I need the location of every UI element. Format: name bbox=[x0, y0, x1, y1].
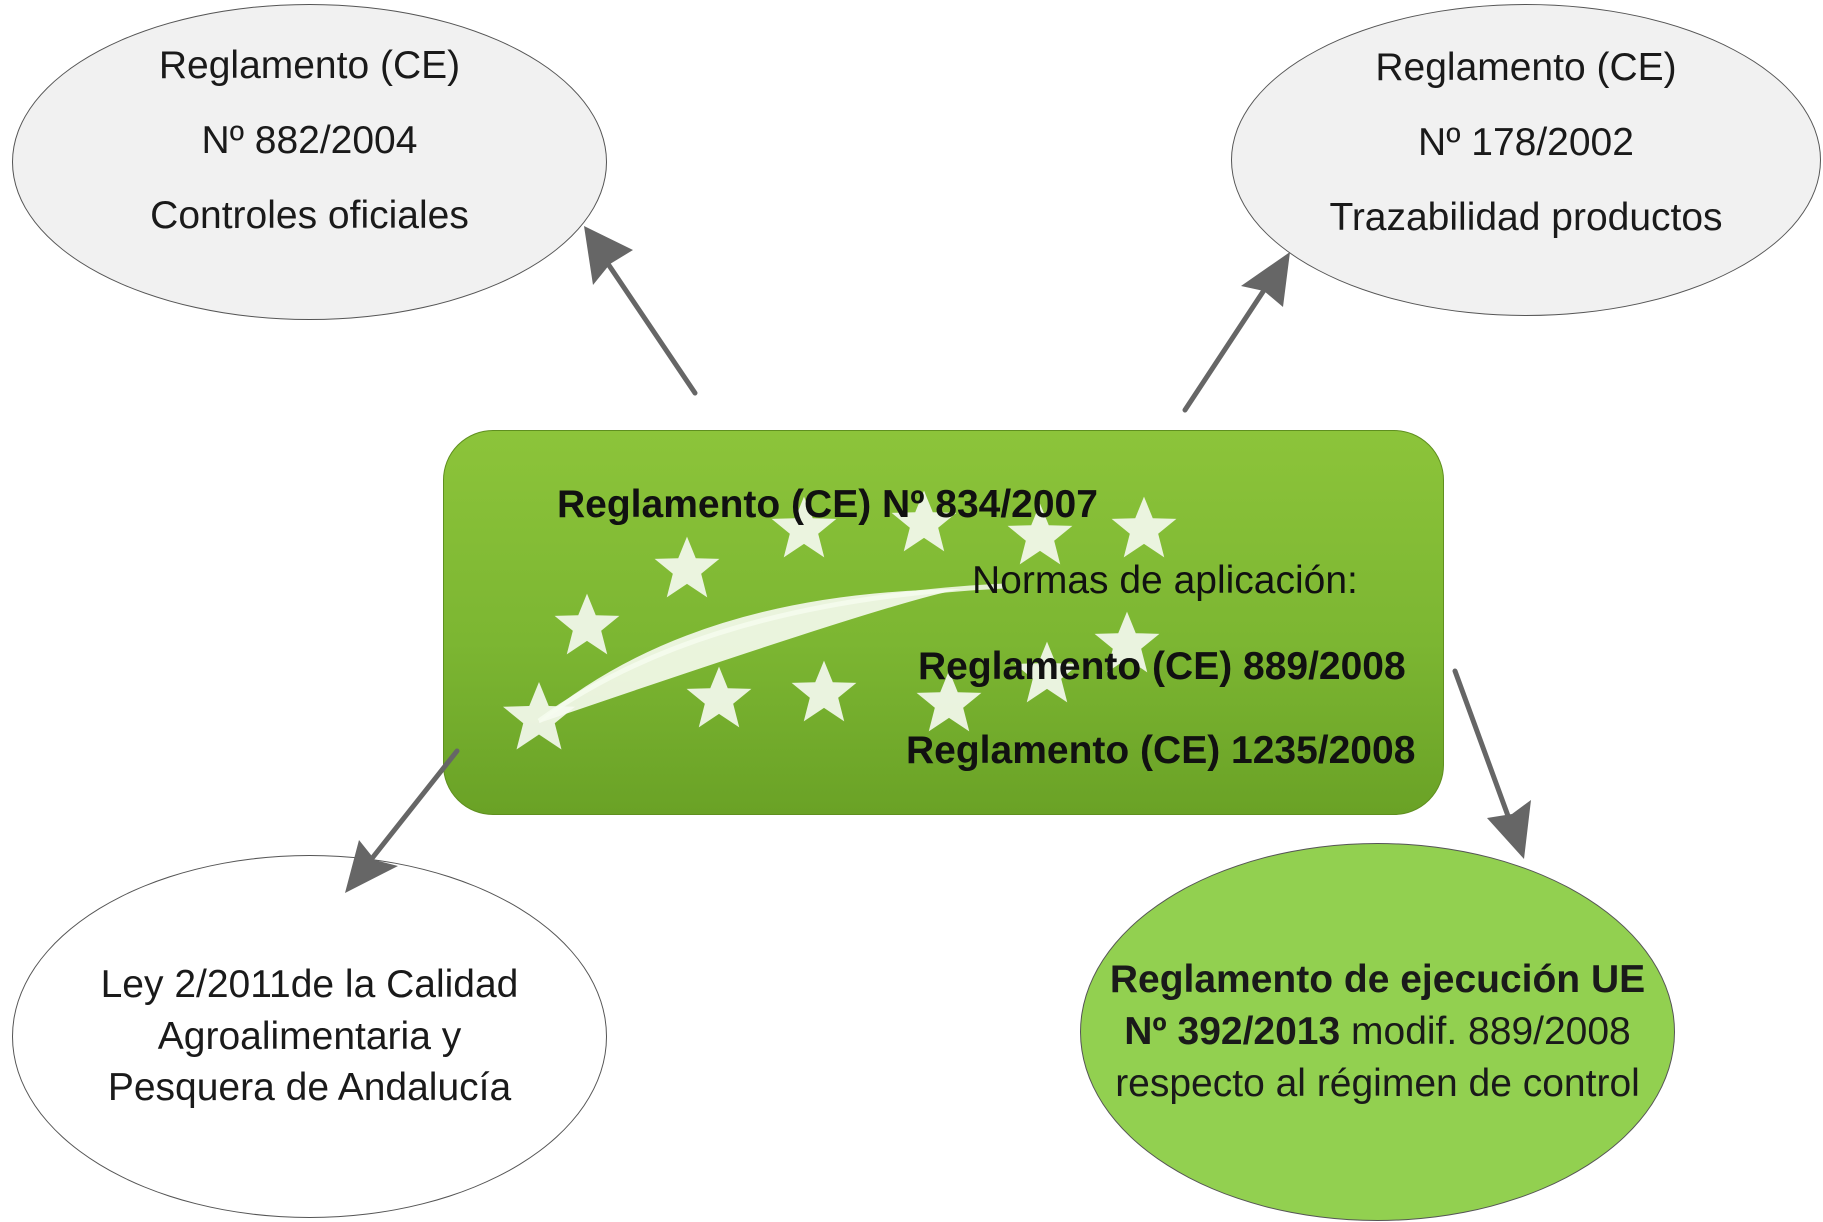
arrowhead-icon bbox=[1487, 800, 1531, 859]
node-line: Reglamento de ejecución UE bbox=[1109, 958, 1646, 1002]
eu-organic-leaf-logo bbox=[503, 490, 1177, 750]
node-reglamento-178-2002: Reglamento (CE) Nº 178/2002 Trazabilidad… bbox=[1231, 4, 1821, 316]
arrow-to-178-2002 bbox=[1182, 269, 1279, 413]
node-reglamento-834-2007: Reglamento (CE) Nº 834/2007 Normas de ap… bbox=[443, 430, 1444, 815]
arrow-to-392-2013 bbox=[1452, 668, 1518, 838]
node-line: Agroalimentaria y bbox=[157, 1014, 462, 1058]
arrowhead-icon bbox=[584, 226, 633, 285]
node-reglamento-392-2013: Reglamento de ejecución UE Nº 392/2013 m… bbox=[1080, 843, 1675, 1221]
arrowhead-icon bbox=[345, 840, 398, 893]
node-line: Ley 2/2011de la Calidad bbox=[100, 962, 519, 1006]
arrow-to-882-2004 bbox=[595, 246, 698, 396]
node-line-rest: modif. 889/2008 bbox=[1340, 1010, 1631, 1054]
center-title: Reglamento (CE) Nº 834/2007 bbox=[557, 483, 1098, 526]
node-line-bold: Nº 392/2013 bbox=[1124, 1010, 1341, 1054]
node-reglamento-882-2004: Reglamento (CE) Nº 882/2004 Controles of… bbox=[12, 4, 607, 320]
node-line: respecto al régimen de control bbox=[1115, 1061, 1640, 1105]
leaf-stroke bbox=[539, 589, 964, 723]
node-line: Trazabilidad productos bbox=[1329, 195, 1723, 239]
node-line: Nº 178/2002 bbox=[1418, 120, 1634, 164]
center-rule-889: Reglamento (CE) 889/2008 bbox=[918, 645, 1406, 688]
node-line: Controles oficiales bbox=[150, 193, 469, 237]
center-rule-1235: Reglamento (CE) 1235/2008 bbox=[906, 729, 1416, 772]
node-line: Pesquera de Andalucía bbox=[107, 1066, 512, 1110]
center-subtitle: Normas de aplicación: bbox=[972, 559, 1358, 602]
node-ley-2-2011: Ley 2/2011de la Calidad Agroalimentaria … bbox=[12, 855, 607, 1218]
node-line: Nº 392/2013 modif. 889/2008 bbox=[1124, 1006, 1630, 1058]
leaf-curve bbox=[537, 583, 1005, 724]
arrow-to-ley-2-2011 bbox=[359, 748, 460, 874]
node-line: Reglamento (CE) bbox=[158, 43, 461, 87]
arrowhead-icon bbox=[1241, 252, 1290, 307]
node-line: Nº 882/2004 bbox=[201, 118, 418, 162]
node-line: Reglamento (CE) bbox=[1375, 45, 1677, 89]
